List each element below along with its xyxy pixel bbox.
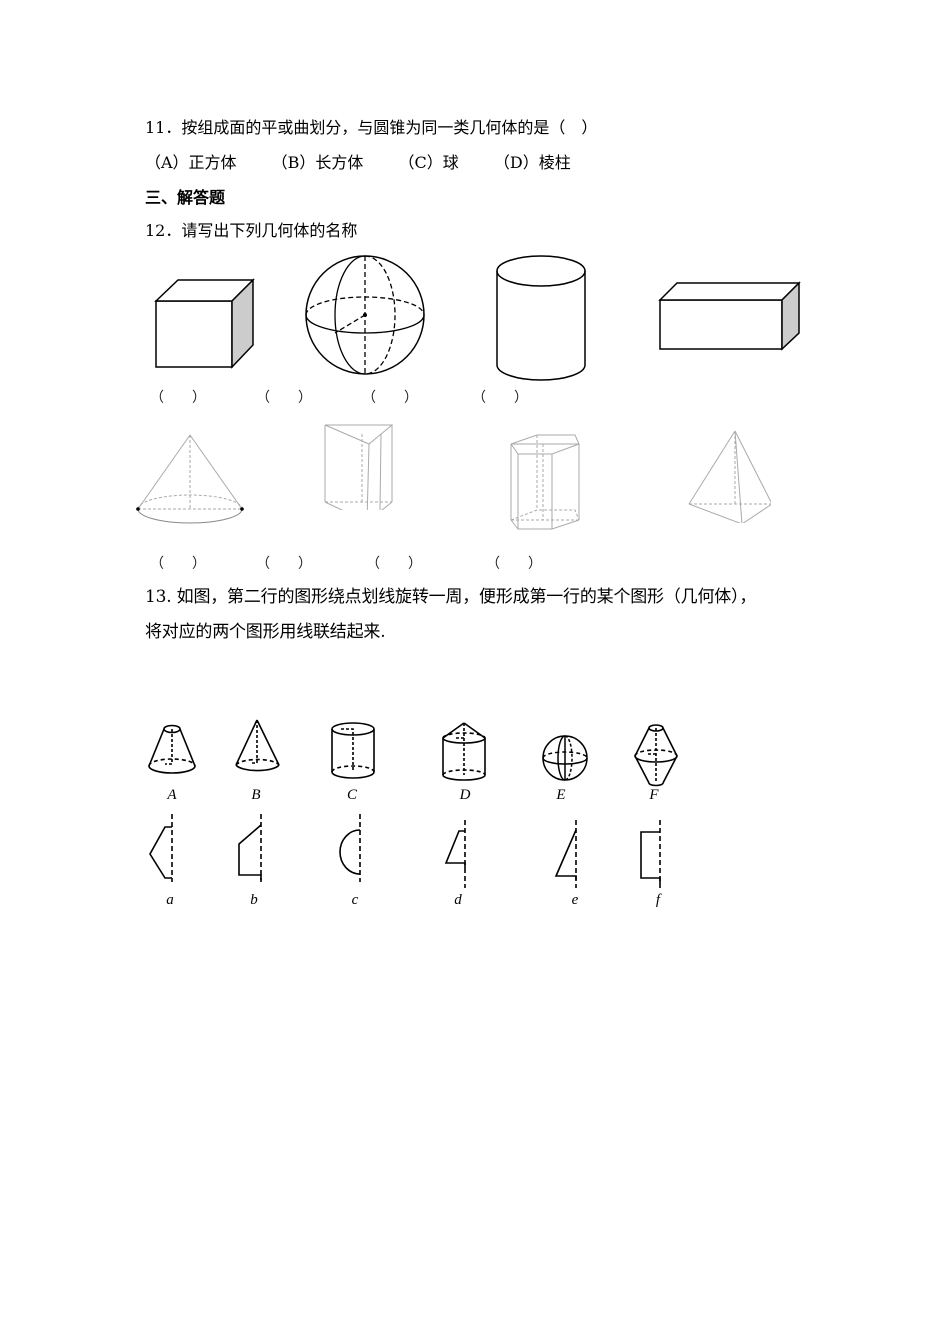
cube-figure (154, 278, 255, 369)
profile-e[interactable] (553, 818, 583, 890)
answer-blank-cone[interactable]: （ ） (150, 556, 206, 572)
solid-e-sphere[interactable] (540, 733, 592, 783)
answer-blank-cylinder[interactable]: （ ） (362, 390, 418, 406)
answer-blank-cube[interactable]: （ ） (150, 390, 206, 406)
section-heading: 三、解答题 (145, 188, 226, 207)
option-c[interactable]: （C）球 (398, 153, 459, 172)
cylinder-figure (496, 255, 586, 381)
cuboid-figure (658, 281, 801, 351)
profile-label-d: d (454, 892, 462, 908)
question-13-line1: 13. 如图，第二行的图形绕点划线旋转一周，便形成第一行的某个图形（几何体）， (145, 587, 757, 607)
solid-f-double-frustum[interactable] (631, 722, 681, 788)
profile-f[interactable] (638, 818, 668, 890)
profile-label-e: e (571, 892, 579, 908)
solid-label-c: C (346, 787, 357, 803)
cone-figure (136, 434, 244, 524)
solid-d-cone-on-cylinder[interactable] (440, 720, 490, 782)
question-11-options: （A）正方体 （B）长方体 （C）球 （D）棱柱 (145, 153, 601, 173)
answer-blank-sphere[interactable]: （ ） (256, 390, 312, 406)
sphere-figure (305, 255, 425, 375)
pentagonal-prism-figure (510, 434, 580, 530)
option-d[interactable]: （D）棱柱 (493, 153, 571, 172)
profile-label-a: a (166, 892, 174, 908)
profile-c[interactable] (335, 812, 370, 884)
profile-a[interactable] (146, 812, 181, 884)
profile-d[interactable] (443, 818, 473, 890)
answer-blank-pyramid[interactable]: （ ） (486, 556, 542, 572)
profile-label-f: f (655, 892, 661, 908)
answer-blank-pentagonal-prism[interactable]: （ ） (366, 556, 422, 572)
solid-a-frustum[interactable] (145, 722, 200, 778)
answer-blank-triangular-prism[interactable]: （ ） (256, 556, 312, 572)
triangular-prism-figure (324, 424, 394, 510)
question-12-stem: 12．请写出下列几何体的名称 (145, 221, 358, 240)
solid-label-f: F (649, 787, 659, 803)
option-a[interactable]: （A）正方体 (145, 153, 237, 172)
solid-label-b: B (251, 787, 261, 803)
triangular-pyramid-figure (688, 430, 771, 523)
solid-label-e: E (556, 787, 566, 803)
answer-blank-cuboid[interactable]: （ ） (472, 390, 528, 406)
solid-c-cylinder[interactable] (329, 720, 379, 782)
profile-b[interactable] (235, 812, 270, 884)
solid-label-a: A (167, 787, 177, 803)
question-11-stem: 11．按组成面的平或曲划分，与圆锥为同一类几何体的是（ ） (145, 118, 598, 137)
option-b[interactable]: （B）长方体 (271, 153, 364, 172)
profile-label-c: c (351, 892, 359, 908)
profile-label-b: b (250, 892, 258, 908)
question-13-line2: 将对应的两个图形用线联结起来. (145, 622, 386, 642)
solid-b-cone[interactable] (233, 717, 283, 777)
solid-label-d: D (459, 787, 471, 803)
